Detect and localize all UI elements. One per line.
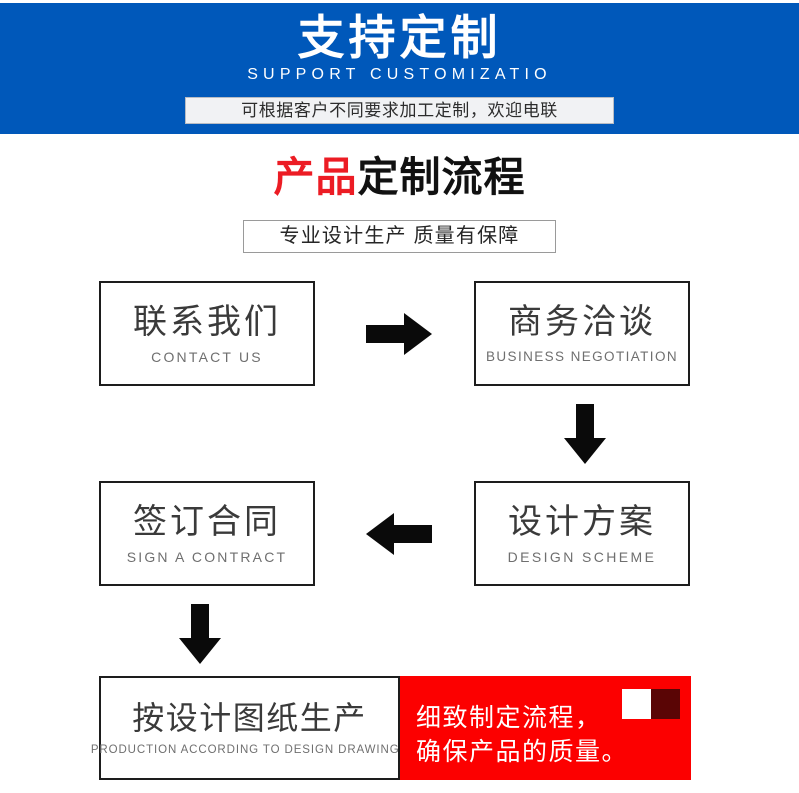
section-title-rest: 定制流程 <box>357 154 526 200</box>
header-banner: 支持定制 SUPPORT CUSTOMIZATIO 可根据客户不同要求加工定制，… <box>0 3 799 134</box>
arrow-left-icon <box>366 512 432 556</box>
flow-step-label-en: BUSINESS NEGOTIATION <box>485 348 679 364</box>
flow-step-sign-a-contract: 签订合同 SIGN A CONTRACT <box>99 481 315 586</box>
banner-ribbon-note: 可根据客户不同要求加工定制，欢迎电联 <box>185 97 614 124</box>
callout-line-2: 确保产品的质量。 <box>416 738 629 766</box>
flow-step-contact-us: 联系我们 CONTACT US <box>99 281 315 386</box>
flow-step-label-cn: 商务洽谈 <box>508 302 656 341</box>
section-title-highlight: 产品 <box>273 154 358 200</box>
flow-step-label-en: SIGN A CONTRACT <box>126 548 288 565</box>
flow-step-label-en: CONTACT US <box>151 348 263 365</box>
arrow-down-icon <box>563 404 607 464</box>
flow-step-label-cn: 签订合同 <box>133 502 281 541</box>
swatch-light-icon <box>622 689 651 719</box>
arrow-right-icon <box>366 312 432 356</box>
swatch-dark-icon <box>651 689 680 719</box>
flow-step-design-scheme: 设计方案 DESIGN SCHEME <box>474 481 690 586</box>
arrow-down-icon <box>178 604 222 664</box>
banner-title: 支持定制 <box>297 11 502 64</box>
flow-step-label-cn: 设计方案 <box>508 502 656 541</box>
section-title: 产品定制流程 <box>0 151 799 203</box>
section-subtitle: 专业设计生产 质量有保障 <box>243 220 556 253</box>
flow-step-label-en: PRODUCTION ACCORDING TO DESIGN DRAWINGS <box>90 743 409 756</box>
banner-subtitle-english: SUPPORT CUSTOMIZATIO <box>247 66 552 83</box>
flow-step-business-negotiation: 商务洽谈 BUSINESS NEGOTIATION <box>474 281 690 386</box>
flow-step-production: 按设计图纸生产 PRODUCTION ACCORDING TO DESIGN D… <box>91 676 407 780</box>
flow-step-label-cn: 联系我们 <box>133 302 281 341</box>
callout-line-1: 细致制定流程， <box>416 704 602 732</box>
callout-panel: 细致制定流程， 确保产品的质量。 <box>400 676 691 780</box>
flow-step-label-en: DESIGN SCHEME <box>507 548 657 565</box>
flow-step-label-cn: 按设计图纸生产 <box>132 699 367 736</box>
